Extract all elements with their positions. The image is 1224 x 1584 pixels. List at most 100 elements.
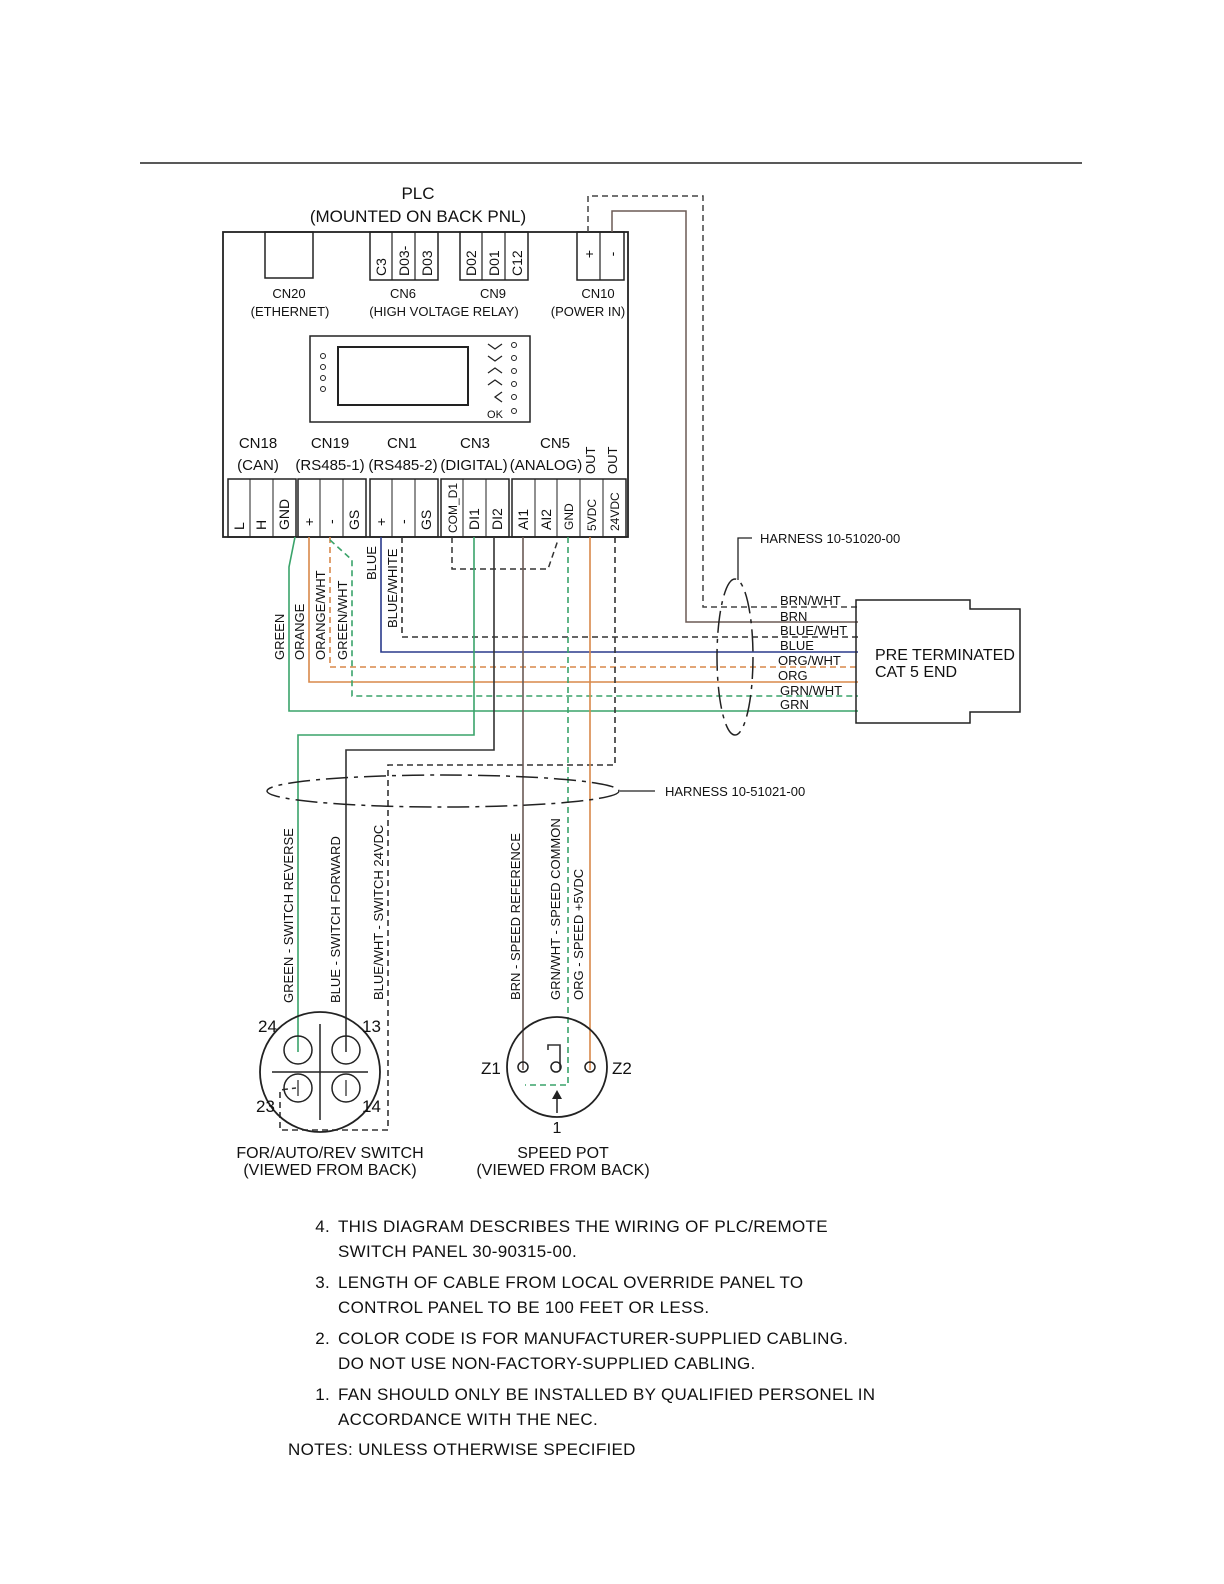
cn10-connector: + - CN10 (POWER IN) bbox=[551, 231, 625, 319]
note-number: 1. bbox=[315, 1385, 330, 1404]
pot-arrow-icon bbox=[552, 1090, 562, 1099]
out-label-5vdc: OUT bbox=[583, 447, 598, 475]
pot-label-1: SPEED POT bbox=[517, 1145, 609, 1162]
cn5-pin-5vdc: 5VDC bbox=[585, 499, 599, 531]
upper-harness-wires bbox=[288, 536, 858, 712]
cn18-pin-h: H bbox=[253, 520, 269, 530]
cn5-terminal-block: AI1 AI2 GND 5VDC 24VDC bbox=[511, 478, 627, 538]
h1-wire-grn: GRN bbox=[780, 697, 809, 712]
pot-terminal-wiper bbox=[550, 1061, 562, 1073]
cn10-name: CN10 bbox=[581, 286, 614, 301]
cn19-terminal-block: + - GS bbox=[297, 478, 367, 538]
harness1-leader bbox=[737, 537, 752, 580]
lower-label-switch-reverse: GREEN - SWITCH REVERSE bbox=[281, 828, 296, 1003]
cn3-desc: (DIGITAL) bbox=[440, 457, 507, 474]
cn6-pin-d03: D03 bbox=[419, 250, 435, 276]
cn1-pin-minus: - bbox=[395, 519, 411, 524]
cn1-desc: (RS485-2) bbox=[368, 457, 437, 474]
switch-contact-24 bbox=[283, 1035, 313, 1065]
harness2-label: HARNESS 10-51021-00 bbox=[665, 784, 805, 799]
upper-label-blue: BLUE bbox=[364, 546, 379, 580]
cn9-connector: D02 D01 C12 CN9 bbox=[459, 231, 529, 301]
cn18-pin-gnd: GND bbox=[276, 499, 292, 530]
cn3-name: CN3 bbox=[460, 435, 490, 452]
cn5-pin-ai2: AI2 bbox=[538, 509, 554, 530]
note-text: COLOR CODE IS FOR MANUFACTURER-SUPPLIED … bbox=[338, 1329, 849, 1373]
cn18-name: CN18 bbox=[239, 435, 277, 452]
cn1-pin-gs: GS bbox=[418, 510, 434, 530]
cn5-pin-ai1: AI1 bbox=[515, 509, 531, 530]
wire-com-d1-jumper bbox=[451, 537, 559, 570]
for-auto-rev-switch: 24 13 23 14 FOR/AUTO/REV SWITCH (VIEWED … bbox=[236, 1011, 424, 1179]
cn19-desc: (RS485-1) bbox=[295, 457, 364, 474]
upper-label-orange: ORANGE bbox=[292, 603, 307, 660]
note-text: THIS DIAGRAM DESCRIBES THE WIRING OF PLC… bbox=[338, 1217, 828, 1261]
switch-contact-13 bbox=[331, 1035, 361, 1065]
speed-pot: Z1 Z2 1 SPEED POT (VIEWED FROM BACK) bbox=[476, 1016, 650, 1179]
wire-org bbox=[308, 537, 858, 683]
cn20-name: CN20 bbox=[272, 286, 305, 301]
cat5-label-1: PRE TERMINATED bbox=[875, 647, 1015, 664]
switch-pin-13: 13 bbox=[362, 1017, 381, 1036]
cn5-name: CN5 bbox=[540, 435, 570, 452]
switch-label-1: FOR/AUTO/REV SWITCH bbox=[236, 1145, 423, 1162]
note-number: 2. bbox=[315, 1329, 330, 1348]
harness1-ellipse bbox=[716, 578, 754, 736]
plc-title: PLC bbox=[401, 184, 434, 203]
cn5-desc: (ANALOG) bbox=[510, 457, 583, 474]
cn5-pin-24vdc: 24VDC bbox=[608, 492, 622, 531]
lower-label-speed-reference: BRN - SPEED REFERENCE bbox=[508, 833, 523, 1000]
h1-wire-blue-wht: BLUE/WHT bbox=[780, 623, 847, 638]
wire-grn-wht bbox=[329, 539, 858, 697]
lcd-screen bbox=[337, 346, 469, 406]
upper-label-green-wht: GREEN/WHT bbox=[335, 581, 350, 661]
cn6-desc: (HIGH VOLTAGE RELAY) bbox=[369, 304, 519, 319]
switch-contact-23 bbox=[283, 1073, 313, 1103]
notes-block: 4. THIS DIAGRAM DESCRIBES THE WIRING OF … bbox=[288, 1214, 928, 1462]
pot-terminal-z2 bbox=[584, 1061, 596, 1073]
lower-label-switch-24vdc: BLUE/WHT - SWITCH 24VDC bbox=[371, 825, 386, 1000]
note-item: 1. FAN SHOULD ONLY BE INSTALLED BY QUALI… bbox=[288, 1382, 928, 1432]
display-ok-label: OK bbox=[487, 409, 504, 421]
cn9-pin-d02: D02 bbox=[463, 250, 479, 276]
switch-pin-23: 23 bbox=[256, 1097, 275, 1116]
plc-subtitle: (MOUNTED ON BACK PNL) bbox=[310, 207, 526, 226]
cn10-pin-plus: + bbox=[581, 250, 597, 258]
lower-label-speed-common: GRN/WHT - SPEED COMMON bbox=[548, 818, 563, 1000]
cn3-terminal-block: COM_D1 DI1 DI2 bbox=[440, 478, 510, 538]
wire-switch-24vdc bbox=[279, 537, 616, 1131]
cn3-pin-comd1: COM_D1 bbox=[446, 483, 460, 533]
cn9-name: CN9 bbox=[480, 286, 506, 301]
cn19-pin-minus: - bbox=[323, 519, 339, 524]
display-arrow-icons bbox=[487, 343, 503, 403]
switch-pin-24: 24 bbox=[258, 1017, 277, 1036]
cn1-name: CN1 bbox=[387, 435, 417, 452]
cn19-pin-plus: + bbox=[301, 518, 317, 526]
lower-wires bbox=[279, 537, 616, 1131]
wire-switch-reverse bbox=[297, 537, 475, 1052]
wire-switch-forward bbox=[345, 537, 495, 1052]
h1-wire-brn: BRN bbox=[780, 609, 807, 624]
harness2-ellipse bbox=[266, 774, 620, 808]
cn10-pin-minus: - bbox=[604, 251, 620, 256]
cn6-connector: C3 D03- D03 CN6 (HIGH VOLTAGE RELAY) bbox=[369, 231, 519, 319]
pot-label-2: (VIEWED FROM BACK) bbox=[476, 1162, 649, 1179]
out-label-24vdc: OUT bbox=[605, 447, 620, 475]
upper-label-green: GREEN bbox=[272, 614, 287, 660]
lower-label-switch-forward: BLUE - SWITCH FORWARD bbox=[328, 836, 343, 1003]
cn20-desc: (ETHERNET) bbox=[251, 304, 330, 319]
cn6-pin-d03m: D03- bbox=[396, 245, 412, 276]
cn3-pin-di1: DI1 bbox=[466, 508, 482, 530]
switch-contact-14 bbox=[331, 1073, 361, 1103]
note-text: LENGTH OF CABLE FROM LOCAL OVERRIDE PANE… bbox=[338, 1273, 804, 1317]
wire-brn-power bbox=[611, 210, 858, 623]
cn6-name: CN6 bbox=[390, 286, 416, 301]
upper-label-orange-wht: ORANGE/WHT bbox=[313, 570, 328, 660]
wire-brn-wht-power bbox=[587, 195, 858, 608]
cat5-end: PRE TERMINATED CAT 5 END bbox=[855, 599, 1021, 724]
cn9-pin-d01: D01 bbox=[486, 250, 502, 276]
cn1-terminal-block: + - GS bbox=[369, 478, 439, 538]
switch-label-2: (VIEWED FROM BACK) bbox=[243, 1162, 416, 1179]
cn1-pin-plus: + bbox=[373, 518, 389, 526]
